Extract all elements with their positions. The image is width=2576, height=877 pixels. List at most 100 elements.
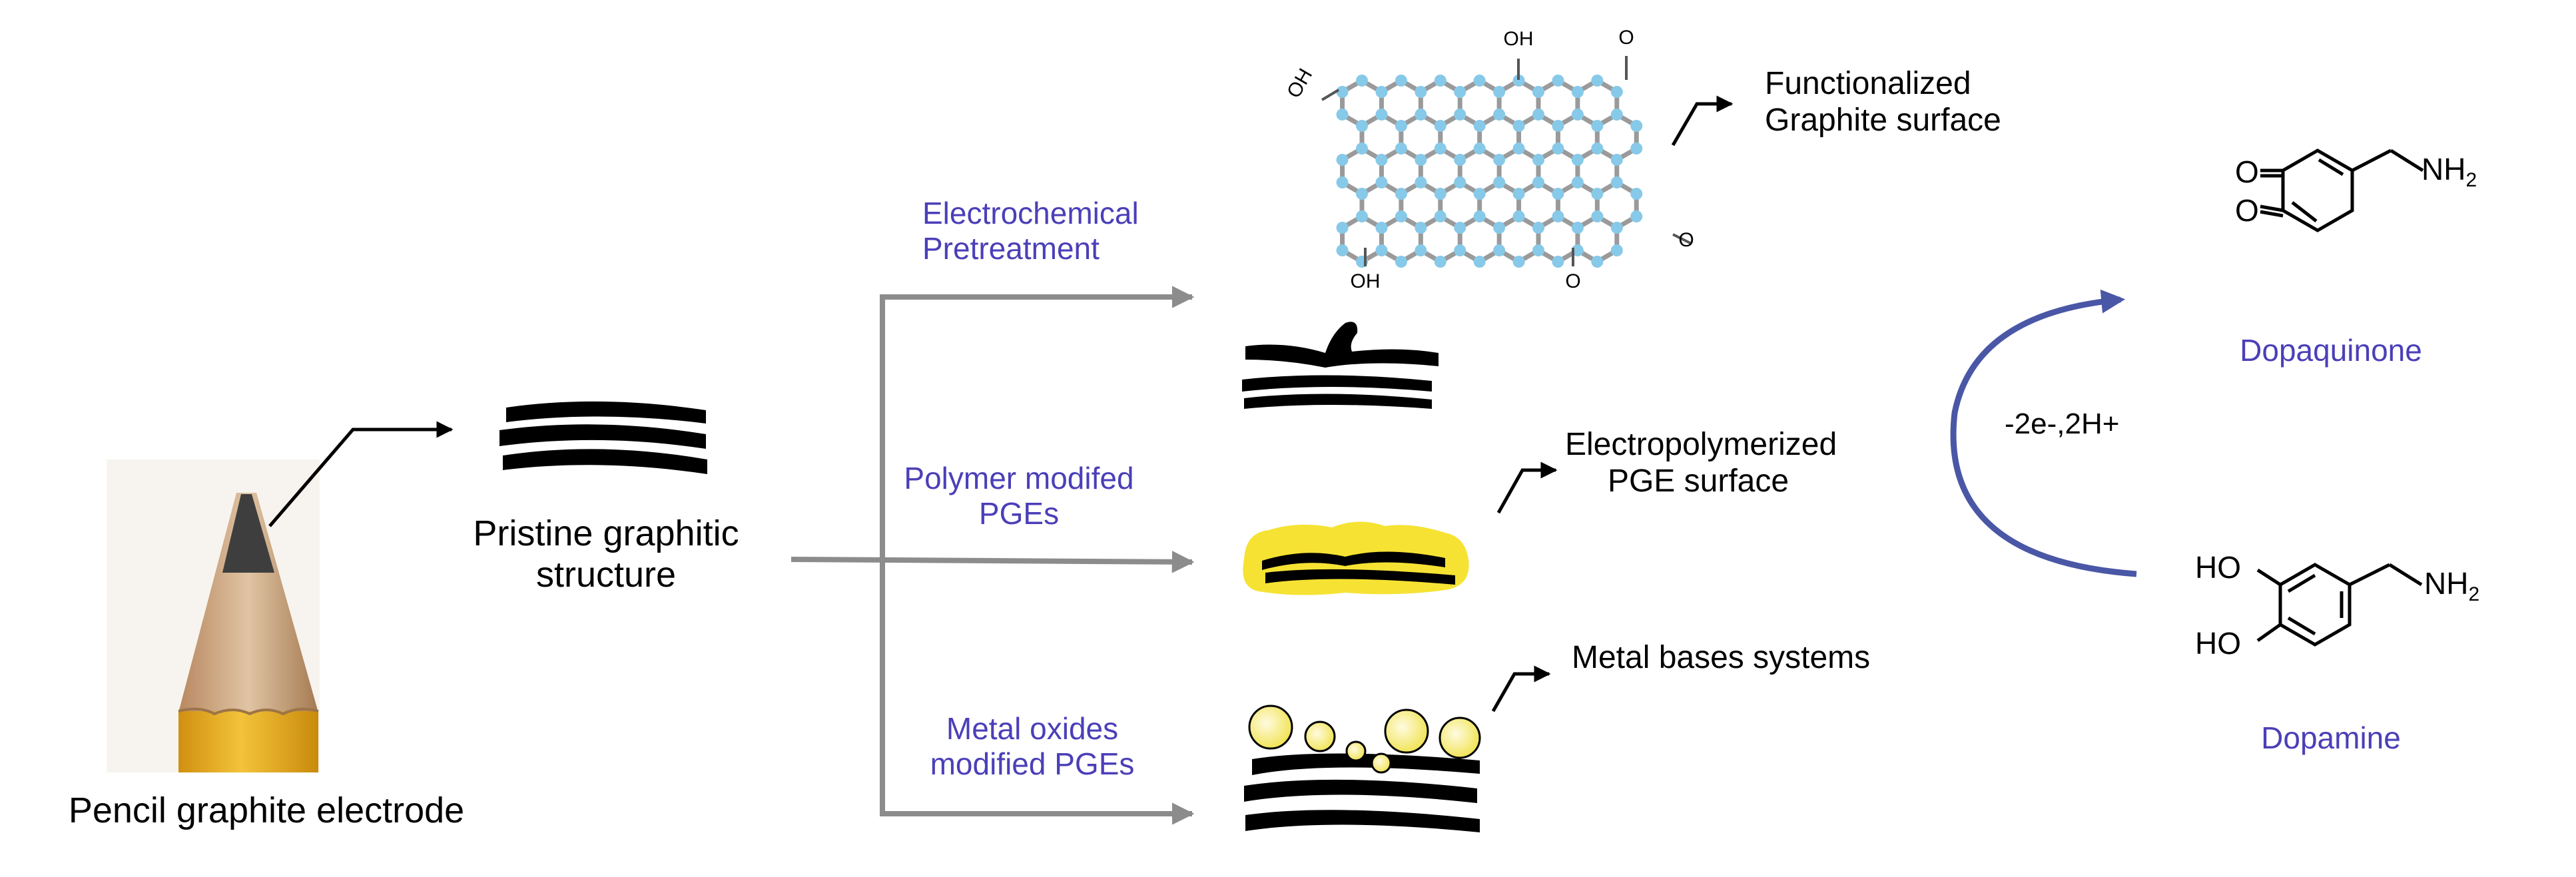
graphene-atom xyxy=(1532,176,1545,188)
graphene-atom xyxy=(1336,176,1349,188)
graphene-atom xyxy=(1336,86,1349,98)
graphene-atom xyxy=(1571,109,1584,121)
dopamine-ho-upper: HO xyxy=(2195,550,2241,585)
graphene-atom xyxy=(1610,222,1623,234)
graphene-atom xyxy=(1591,256,1604,268)
graphene-oh-bottom: OH xyxy=(1351,270,1381,292)
graphene-atom xyxy=(1630,188,1643,200)
graphene-o-right: O xyxy=(1678,229,1694,251)
graphene-atom xyxy=(1356,143,1368,154)
result-label-functionalized-line2: Graphite surface xyxy=(1765,103,2001,139)
graphene-atom xyxy=(1532,154,1545,166)
graphene-atom xyxy=(1532,109,1545,121)
graphene-atom xyxy=(1571,244,1584,256)
graphene-atom xyxy=(1356,188,1368,200)
branch-label-polymer-line1: Polymer modifed xyxy=(904,461,1134,495)
functionalized-arrow xyxy=(1671,95,1734,146)
graphene-oh-top: OH xyxy=(1504,28,1534,50)
graphene-atom xyxy=(1610,244,1623,256)
branch-label-metal-oxides: Metal oxides modified PGEs xyxy=(899,711,1165,782)
graphene-atom xyxy=(1512,120,1525,132)
graphene-atom xyxy=(1395,143,1407,154)
graphene-atom xyxy=(1512,75,1525,87)
dopamine-ho-lower: HO xyxy=(2195,626,2241,661)
graphene-atom xyxy=(1415,222,1427,234)
graphene-atom xyxy=(1375,109,1388,121)
dopamine-nh2-text: NH xyxy=(2424,566,2469,601)
graphene-atom xyxy=(1395,75,1407,87)
graphene-atom xyxy=(1454,222,1466,234)
graphene-atom xyxy=(1473,188,1486,200)
branch-label-electrochemical: Electrochemical Pretreatment xyxy=(922,196,1139,266)
graphene-atom xyxy=(1415,86,1427,98)
graphene-atom xyxy=(1571,86,1584,98)
graphene-atom xyxy=(1512,188,1525,200)
graphene-atom xyxy=(1434,188,1447,200)
graphene-atom xyxy=(1395,120,1407,132)
graphene-atom xyxy=(1610,109,1623,121)
graphene-atom xyxy=(1493,176,1506,188)
graphene-atom xyxy=(1532,86,1545,98)
result-label-functionalized: Functionalized Graphite surface xyxy=(1765,65,2001,139)
result-label-electropolymerized-line2: PGE surface xyxy=(1607,463,1789,499)
branch-label-electrochemical-line1: Electrochemical xyxy=(922,196,1139,230)
graphene-atom xyxy=(1610,154,1623,166)
graphene-atom xyxy=(1375,176,1388,188)
graphene-atom xyxy=(1454,176,1466,188)
treated-graphite-icon xyxy=(1242,322,1439,409)
graphene-atom xyxy=(1375,154,1388,166)
graphene-atom xyxy=(1552,256,1564,268)
graphite-layers-icon xyxy=(499,401,707,474)
polymer-coated-graphite-icon xyxy=(1243,521,1469,595)
dopaquinone-o-lower: O xyxy=(2235,193,2259,228)
graphene-atom xyxy=(1630,120,1643,132)
graphene-atom xyxy=(1473,143,1486,154)
result-label-metal-systems: Metal bases systems xyxy=(1572,640,1871,675)
graphene-atom xyxy=(1434,75,1447,87)
dopaquinone-o-upper: O xyxy=(2235,154,2259,189)
graphene-atom xyxy=(1454,109,1466,121)
graphene-atom xyxy=(1454,86,1466,98)
branch-label-metal-oxides-line2: modified PGEs xyxy=(930,746,1135,781)
graphene-atom xyxy=(1591,75,1604,87)
reaction-arrow-label: -2e-,2H+ xyxy=(2005,408,2120,440)
graphene-atom xyxy=(1415,109,1427,121)
dopamine-nh2: NH2 xyxy=(2424,566,2479,607)
graphene-atom xyxy=(1434,120,1447,132)
graphene-atom xyxy=(1454,244,1466,256)
graphene-atom xyxy=(1336,244,1349,256)
graphene-atom xyxy=(1610,86,1623,98)
branch-label-metal-oxides-line1: Metal oxides xyxy=(946,711,1119,746)
graphene-atom xyxy=(1532,244,1545,256)
graphene-atom xyxy=(1434,143,1447,154)
electropolymerized-arrow xyxy=(1496,461,1558,514)
graphene-atom xyxy=(1591,188,1604,200)
graphene-atom xyxy=(1473,256,1486,268)
graphene-oh-left: OH xyxy=(1283,65,1317,102)
graphene-atom xyxy=(1591,143,1604,154)
graphene-atom xyxy=(1610,176,1623,188)
graphene-atom xyxy=(1395,210,1407,222)
dopamine-label: Dopamine xyxy=(2261,721,2401,755)
result-label-electropolymerized: Electropolymerized PGE surface xyxy=(1565,426,1837,499)
metal-oxide-graphite-icon xyxy=(1244,705,1481,832)
graphene-atom xyxy=(1571,154,1584,166)
dopaquinone-nh2: NH2 xyxy=(2421,152,2477,192)
graphene-atom xyxy=(1395,256,1407,268)
dopamine-structure xyxy=(2256,563,2423,647)
graphene-atom xyxy=(1395,188,1407,200)
graphene-atom xyxy=(1434,256,1447,268)
graphene-atom xyxy=(1552,75,1564,87)
graphene-atom xyxy=(1375,244,1388,256)
graphene-atom xyxy=(1552,210,1564,222)
pristine-label-line1: Pristine graphitic xyxy=(473,513,739,553)
result-label-electropolymerized-line1: Electropolymerized xyxy=(1565,427,1837,462)
graphene-o-top: O xyxy=(1618,27,1634,49)
graphene-atom xyxy=(1434,210,1447,222)
branch-label-electrochemical-line2: Pretreatment xyxy=(922,230,1100,266)
graphene-atom xyxy=(1630,143,1643,154)
pencil-label: Pencil graphite electrode xyxy=(68,790,465,830)
graphene-atom xyxy=(1571,176,1584,188)
pristine-label: Pristine graphitic structure xyxy=(433,513,779,595)
